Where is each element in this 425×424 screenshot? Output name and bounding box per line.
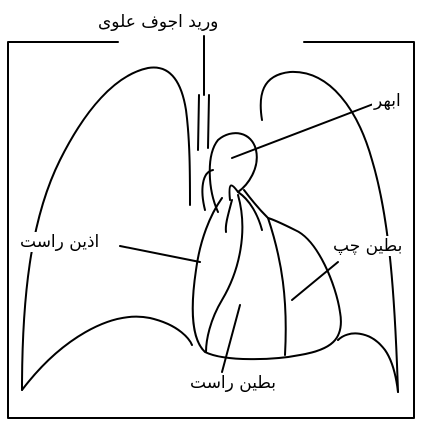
label-left-ventricle: بطین چپ xyxy=(331,236,404,256)
right-atrium-curve xyxy=(226,200,232,232)
right-atrium-leader xyxy=(120,246,200,262)
label-aorta: ابهر xyxy=(372,91,403,111)
heart-outline xyxy=(193,190,341,359)
frame-border xyxy=(8,42,414,418)
aorta-leader xyxy=(232,103,376,158)
superior-vena-cava-outline xyxy=(198,95,209,150)
aorta-outline xyxy=(210,133,257,212)
right-lung-outline xyxy=(22,68,190,390)
right-ventricle-leader xyxy=(222,305,240,372)
label-right-ventricle: بطین راست xyxy=(188,373,278,393)
label-right-atrium: اذین راست xyxy=(18,232,101,252)
ventricle-divider xyxy=(268,218,286,355)
septum-line xyxy=(206,195,242,352)
label-superior-vena-cava: ورید اجوف علوی xyxy=(96,12,220,32)
